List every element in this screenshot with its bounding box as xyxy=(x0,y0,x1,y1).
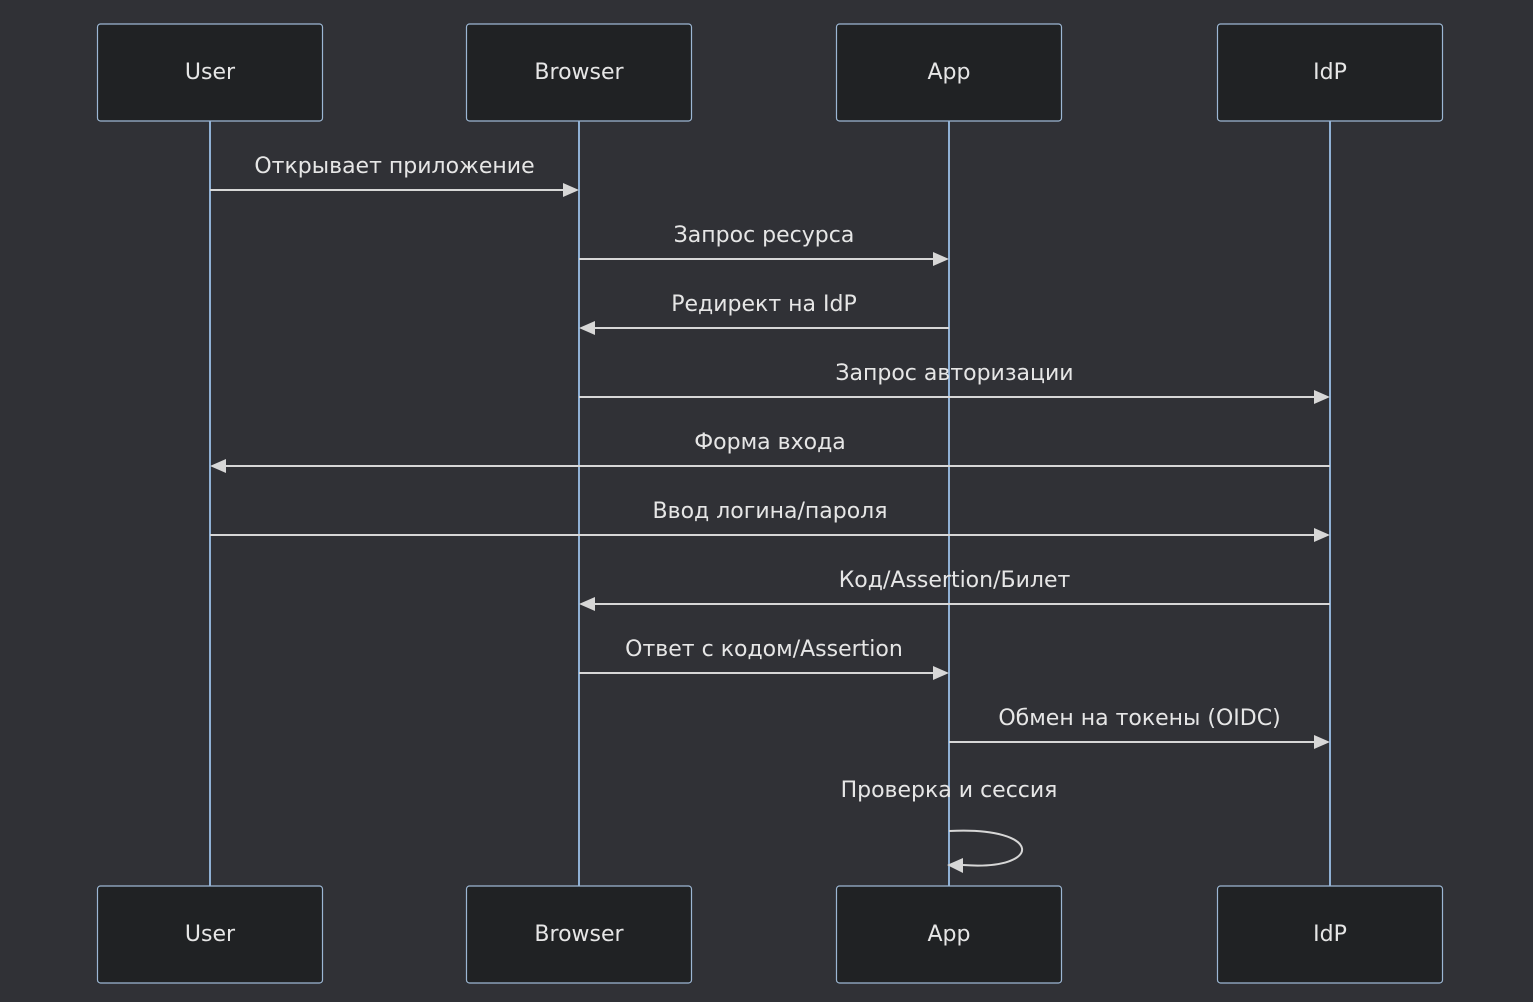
actor-label: Browser xyxy=(534,60,624,85)
message-arrowhead xyxy=(947,858,963,873)
actor-user-top: User xyxy=(96,23,324,122)
message-label: Ответ с кодом/Assertion xyxy=(625,637,903,662)
message-7: Код/Assertion/Билет xyxy=(579,568,1330,611)
actor-box xyxy=(835,23,1063,122)
actor-label: Browser xyxy=(534,922,624,947)
message-arrowhead xyxy=(579,597,595,611)
message-label: Проверка и сессия xyxy=(841,778,1058,803)
actor-box xyxy=(1216,885,1444,984)
message-label: Форма входа xyxy=(694,430,846,455)
message-label: Открывает приложение xyxy=(254,154,534,179)
message-5: Форма входа xyxy=(210,430,1330,473)
actor-label: User xyxy=(185,60,236,85)
message-arrowhead xyxy=(579,321,595,335)
message-arrowhead xyxy=(933,666,949,680)
message-arrowhead xyxy=(210,459,226,473)
message-3: Редирект на IdP xyxy=(579,292,949,335)
actor-label: App xyxy=(928,922,971,947)
message-label: Запрос ресурса xyxy=(674,223,855,248)
message-arrowhead xyxy=(1314,390,1330,404)
message-arrowhead xyxy=(563,183,579,197)
message-8: Ответ с кодом/Assertion xyxy=(579,637,949,680)
actor-idp-bottom: IdP xyxy=(1216,885,1444,984)
actor-browser-top: Browser xyxy=(465,23,693,122)
actor-box xyxy=(96,23,324,122)
message-2: Запрос ресурса xyxy=(579,223,949,266)
message-line xyxy=(948,829,1024,867)
message-label: Ввод логина/пароля xyxy=(653,499,888,524)
message-arrowhead xyxy=(1314,735,1330,749)
actor-app-bottom: App xyxy=(835,885,1063,984)
message-10: Проверка и сессия xyxy=(841,778,1058,873)
message-4: Запрос авторизации xyxy=(579,361,1330,404)
message-label: Запрос авторизации xyxy=(835,361,1073,386)
actor-box xyxy=(96,885,324,984)
actor-box xyxy=(465,885,693,984)
message-label: Обмен на токены (OIDC) xyxy=(998,706,1280,731)
actor-browser-bottom: Browser xyxy=(465,885,693,984)
message-6: Ввод логина/пароля xyxy=(210,499,1330,542)
message-9: Обмен на токены (OIDC) xyxy=(949,706,1330,749)
actor-box xyxy=(1216,23,1444,122)
message-1: Открывает приложение xyxy=(210,154,579,197)
message-label: Код/Assertion/Билет xyxy=(839,568,1071,593)
actor-user-bottom: User xyxy=(96,885,324,984)
actor-app-top: App xyxy=(835,23,1063,122)
actor-label: IdP xyxy=(1313,60,1347,85)
actor-label: IdP xyxy=(1313,922,1347,947)
actor-idp-top: IdP xyxy=(1216,23,1444,122)
message-label: Редирект на IdP xyxy=(671,292,857,317)
message-arrowhead xyxy=(1314,528,1330,542)
actor-label: App xyxy=(928,60,971,85)
actor-label: User xyxy=(185,922,236,947)
lifelines xyxy=(209,121,1331,886)
message-arrowhead xyxy=(933,252,949,266)
actor-box xyxy=(835,885,1063,984)
actor-box xyxy=(465,23,693,122)
